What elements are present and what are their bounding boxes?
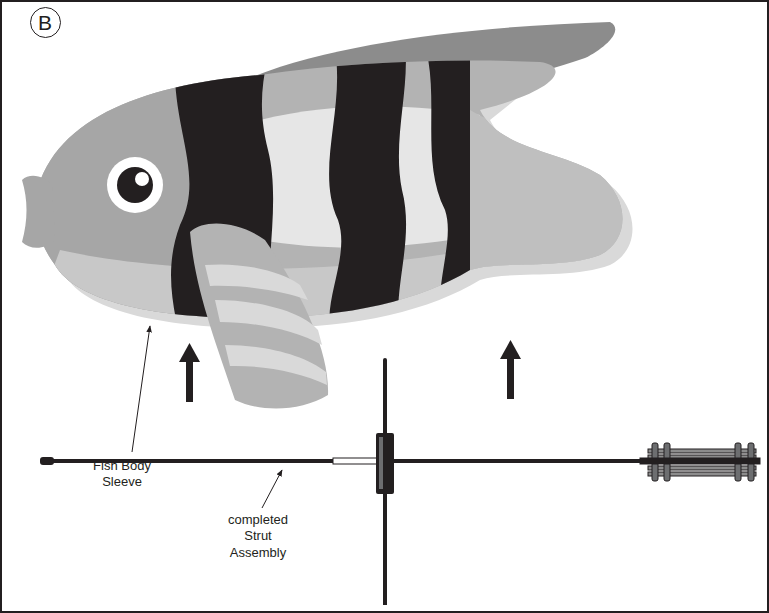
fish-body	[22, 22, 633, 408]
part-name: completed Strut Assembly	[222, 512, 294, 561]
leader-line	[132, 326, 150, 452]
panel-letter: B	[38, 12, 52, 33]
circled-letter: B	[30, 7, 61, 38]
part-name: Fish Body Sleeve	[82, 458, 162, 491]
direction-arrow	[179, 340, 521, 402]
leader-line	[262, 470, 282, 508]
strut-assembly	[40, 358, 760, 605]
pectoral-fin	[190, 224, 328, 409]
